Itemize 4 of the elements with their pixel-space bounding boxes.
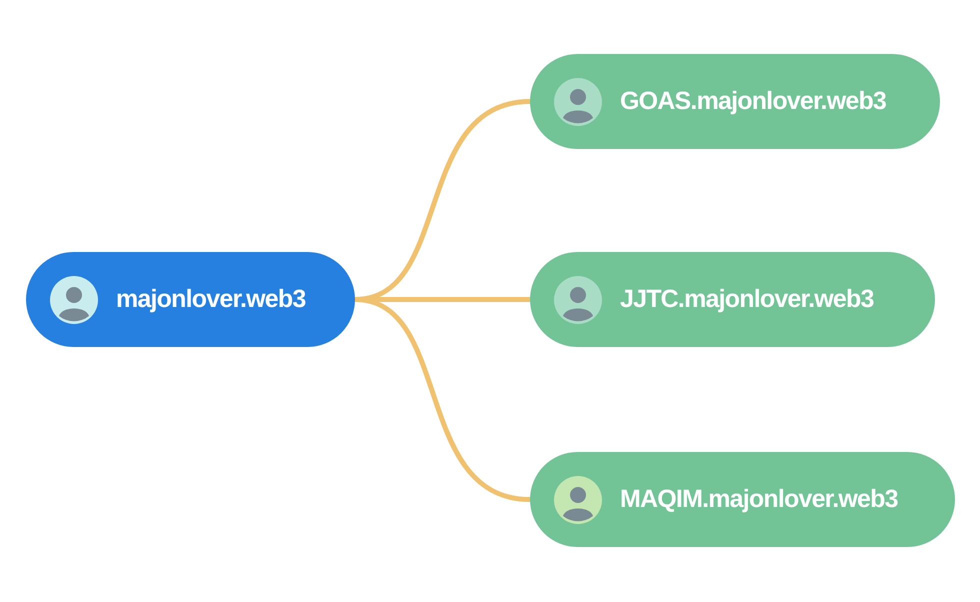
domain-name: MAQIM.majonlover.web3: [620, 485, 898, 514]
domain-name: GOAS.majonlover.web3: [620, 87, 886, 116]
domain-name: majonlover.web3: [116, 285, 306, 314]
domain-name: JJTC.majonlover.web3: [620, 285, 874, 314]
